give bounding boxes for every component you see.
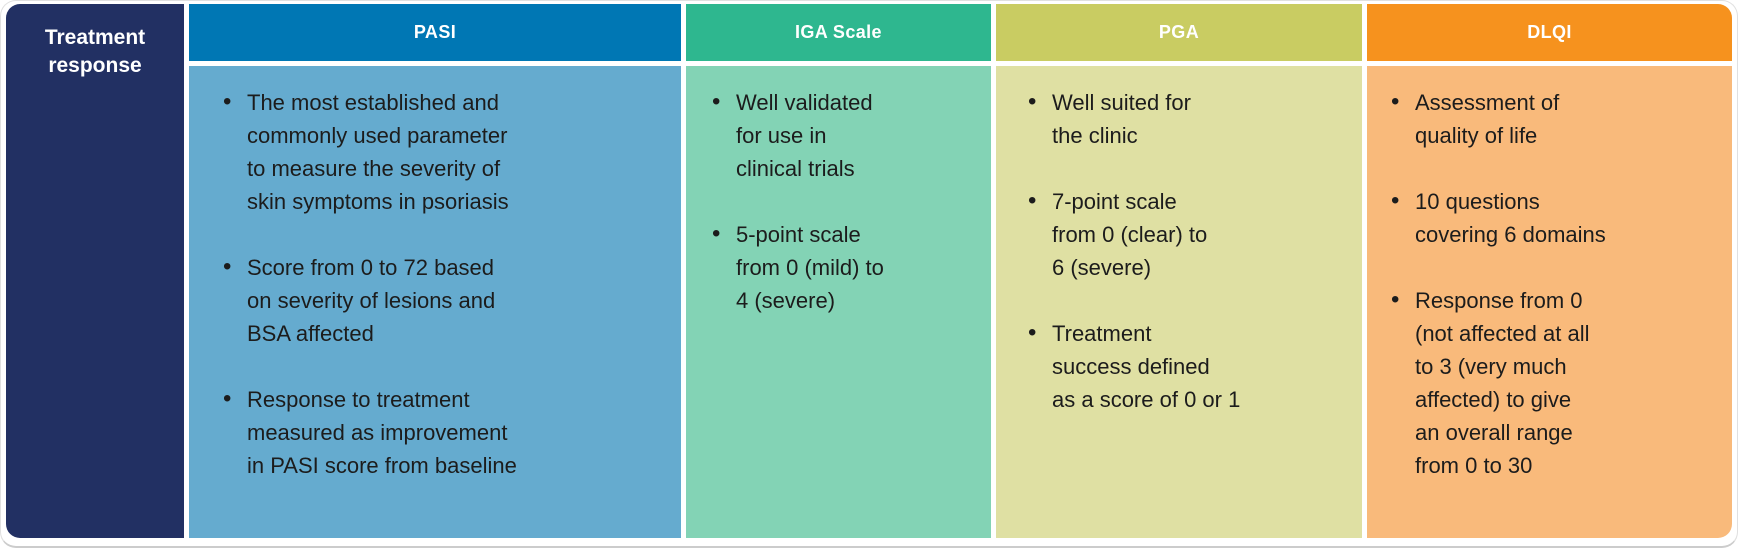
bullet-item: Treatment success defined as a score of … (1024, 316, 1344, 416)
bullet-item: Response to treatment measured as improv… (219, 382, 663, 482)
column-body-iga-scale: Well validated for use in clinical trial… (686, 66, 991, 538)
column-header-pasi: PASI (189, 4, 681, 61)
bullet-item: Well validated for use in clinical trial… (708, 85, 973, 185)
column-dlqi: DLQI Assessment of quality of life 10 que… (1367, 4, 1732, 538)
bullet-list-iga-scale: Well validated for use in clinical trial… (708, 85, 973, 317)
column-pasi: PASI The most established and commonly u… (189, 4, 681, 538)
bullet-item: Score from 0 to 72 based on severity of … (219, 250, 663, 350)
bullet-item: 5-point scale from 0 (mild) to 4 (severe… (708, 217, 973, 317)
bullet-list-pasi: The most established and commonly used p… (219, 85, 663, 482)
column-body-pga: Well suited for the clinic 7-point scale … (996, 66, 1362, 538)
bullet-item: Assessment of quality of life (1387, 85, 1714, 152)
column-body-dlqi: Assessment of quality of life 10 question… (1367, 66, 1732, 538)
column-body-pasi: The most established and commonly used p… (189, 66, 681, 538)
column-iga-scale: IGA Scale Well validated for use in clin… (686, 4, 991, 538)
row-label-treatment-response: Treatment response (6, 4, 184, 538)
bullet-item: The most established and commonly used p… (219, 85, 663, 218)
bullet-item: 7-point scale from 0 (clear) to 6 (sever… (1024, 184, 1344, 284)
bullet-list-pga: Well suited for the clinic 7-point scale … (1024, 85, 1344, 416)
bullet-list-dlqi: Assessment of quality of life 10 question… (1387, 85, 1714, 482)
column-header-dlqi: DLQI (1367, 4, 1732, 61)
column-header-pga: PGA (996, 4, 1362, 61)
column-header-iga-scale: IGA Scale (686, 4, 991, 61)
bullet-item: 10 questions covering 6 domains (1387, 184, 1714, 251)
bullet-item: Response from 0 (not affected at all to … (1387, 283, 1714, 482)
row-label-text: Treatment response (44, 26, 146, 77)
column-pga: PGA Well suited for the clinic 7-point sc… (996, 4, 1362, 538)
bullet-item: Well suited for the clinic (1024, 85, 1344, 152)
